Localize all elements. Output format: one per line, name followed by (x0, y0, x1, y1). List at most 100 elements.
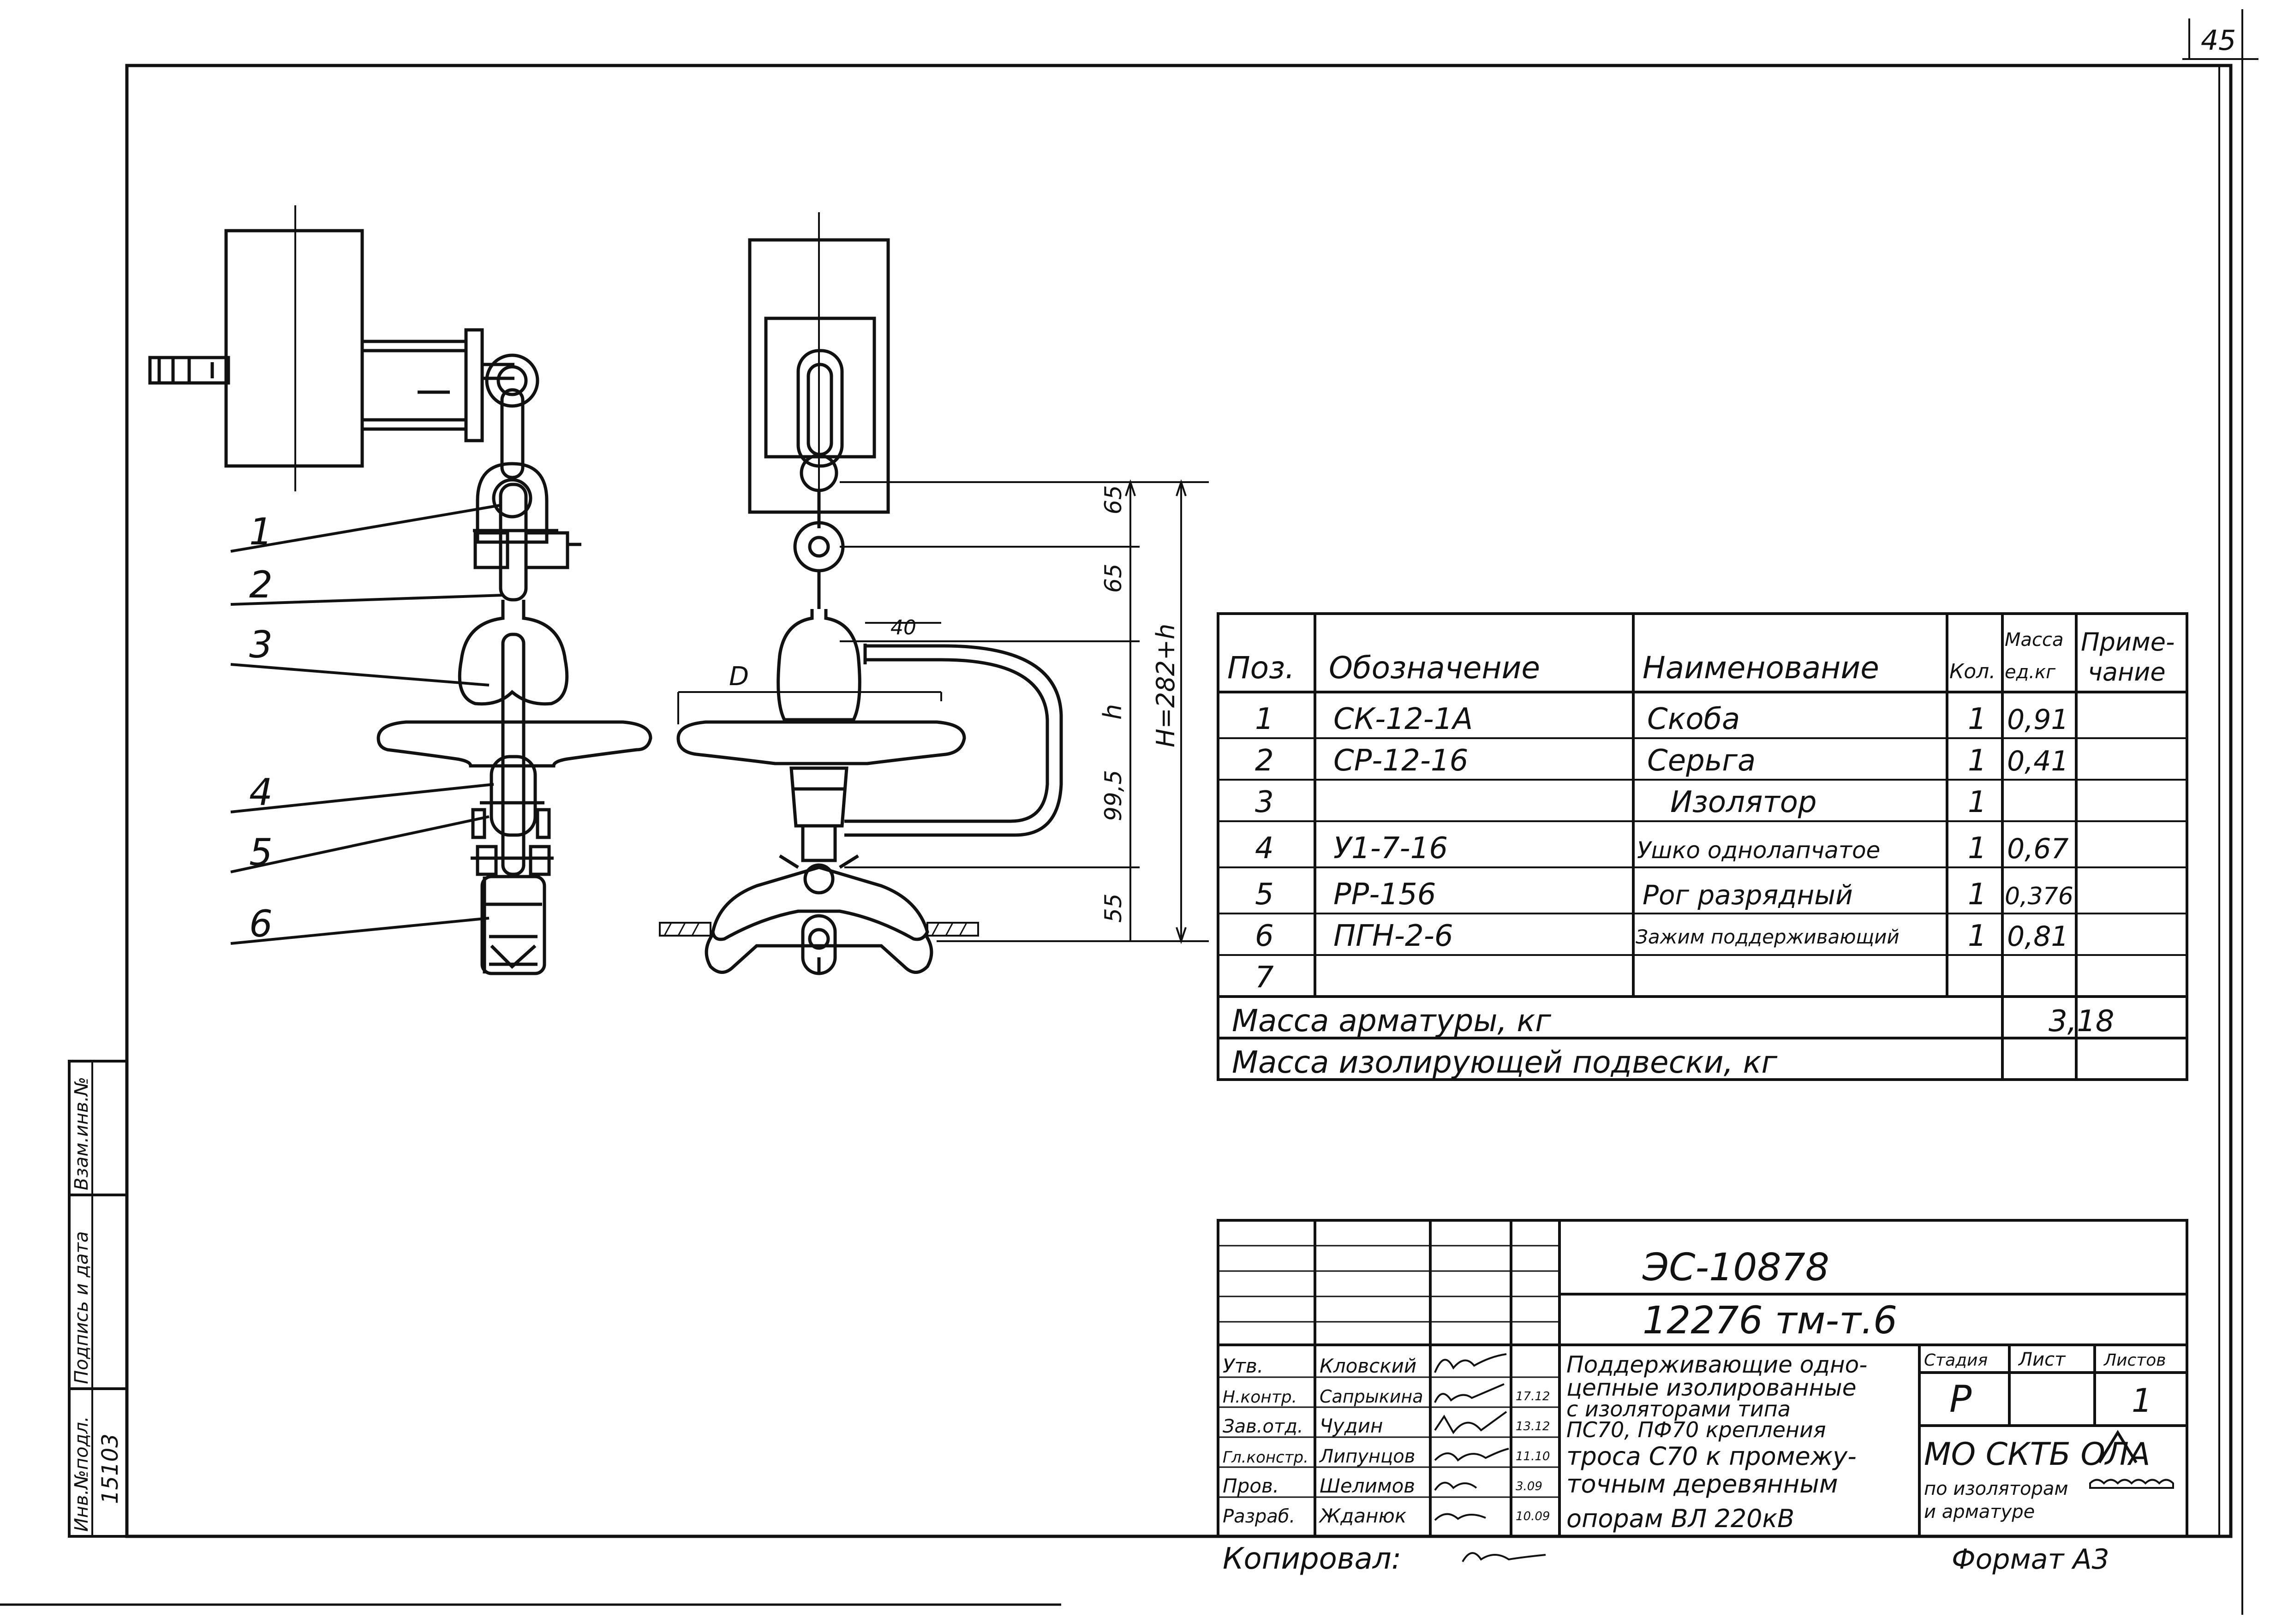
total-fittings-label: Масса арматуры, кг (1232, 1003, 1551, 1039)
date-checked: 3.09 (1516, 1480, 1542, 1493)
front-view-assembly (659, 212, 1063, 975)
row-2-qty: 1 (1968, 744, 1987, 778)
callout-leaders (230, 504, 503, 945)
row-1-mass: 0,91 (2007, 704, 2069, 736)
name-checked: Шелимов (1320, 1475, 1415, 1497)
row-6-pos: 6 (1255, 919, 1274, 953)
org-line-2: по изоляторам (1924, 1478, 2068, 1499)
role-chief-designer: Гл.констр. (1223, 1448, 1308, 1467)
row-4-pos: 4 (1255, 831, 1274, 866)
row-1-name: Скоба (1647, 702, 1740, 736)
sheets-label: Листов (2103, 1351, 2166, 1370)
row-5-name: Рог разрядный (1643, 879, 1853, 911)
header-name: Наименование (1643, 650, 1879, 686)
row-1-pos: 1 (1255, 702, 1274, 736)
header-note-top: Приме- (2081, 627, 2175, 657)
title-line-5: троса С70 к промежу- (1566, 1442, 1857, 1471)
stage-label: Стадия (1924, 1351, 1988, 1370)
header-qty: Кол. (1949, 660, 1995, 683)
callout-4: 4 (249, 771, 273, 814)
total-fittings-value: 3,18 (2049, 1004, 2115, 1039)
stage-value: Р (1949, 1378, 1972, 1421)
header-mass-top: Масса (2005, 629, 2064, 651)
row-6-mass: 0,81 (2007, 920, 2069, 953)
signature-copier (1462, 1552, 1546, 1563)
row-2-designation: СР-12-16 (1333, 744, 1468, 778)
role-developed: Разраб. (1223, 1506, 1295, 1527)
format-label: Формат А3 (1952, 1543, 2109, 1576)
header-pos: Поз. (1227, 650, 1295, 686)
header-note-bottom: чание (2088, 657, 2166, 687)
date-chief-designer: 11.10 (1516, 1450, 1550, 1463)
title-line-3: с изоляторами типа (1566, 1397, 1791, 1421)
org-logo-wave (2089, 1479, 2174, 1489)
side-stamp-grid (68, 1060, 128, 1538)
dim-55: 55 (1100, 893, 1127, 923)
dim-40: 40 (890, 616, 916, 639)
row-4-mass: 0,67 (2007, 833, 2069, 865)
header-designation: Обозначение (1329, 650, 1540, 686)
dim-D: D (729, 662, 749, 692)
spec-table-grid (1217, 612, 2188, 1081)
row-6-designation: ПГН-2-6 (1333, 919, 1453, 953)
date-head-dept: 13.12 (1516, 1420, 1550, 1433)
title-line-6: точным деревянным (1566, 1469, 1838, 1499)
callout-numbers: 1 2 3 4 5 6 (249, 510, 273, 945)
row-2-pos: 2 (1255, 744, 1274, 778)
title-block-grid (1217, 1219, 2188, 1538)
doc-code: ЭС-10878 (1642, 1246, 1829, 1290)
row-4-designation: У1-7-16 (1333, 831, 1448, 866)
stamp-inv-label: Инв.№подл. (71, 1416, 92, 1532)
name-developed: Жданюк (1318, 1505, 1407, 1527)
name-approved: Кловский (1320, 1355, 1416, 1377)
row-6-qty: 1 (1968, 919, 1987, 953)
side-view-assembly (148, 205, 652, 975)
row-1-designation: СК-12-1А (1333, 702, 1473, 736)
name-head-dept: Чудин (1320, 1415, 1383, 1437)
sheets-value: 1 (2132, 1382, 2152, 1420)
spec-table-rows: 1 СК-12-1А Скоба 1 0,91 2 СР-12-16 Серьг… (1232, 702, 2115, 1080)
row-4-name: Ушко однолапчатое (1637, 837, 1880, 864)
height-dimensions (840, 479, 1209, 944)
row-5-designation: РР-156 (1333, 878, 1436, 912)
role-checked: Пров. (1223, 1475, 1279, 1497)
dim-65-top: 65 (1100, 485, 1127, 514)
callout-5: 5 (249, 831, 273, 874)
date-developed: 10.09 (1516, 1510, 1550, 1523)
row-1-qty: 1 (1968, 702, 1987, 736)
dim-h: h (1098, 704, 1127, 720)
side-stamp-text: Инв.№подл. 15103 Подпись и дата Взам.инв… (71, 1077, 123, 1532)
row-4-qty: 1 (1968, 831, 1987, 866)
sheet-frame (0, 9, 2258, 1615)
signature-checked (1434, 1481, 1477, 1491)
row-3-pos: 3 (1255, 785, 1274, 819)
title-line-2: цепные изолированные (1566, 1374, 1857, 1401)
org-line-3: и арматуре (1924, 1501, 2035, 1522)
name-norm-control: Сапрыкина (1320, 1386, 1423, 1407)
signatures (1434, 1353, 2174, 1563)
stamp-replace-label: Взам.инв.№ (71, 1077, 92, 1190)
signature-approved (1434, 1353, 1507, 1373)
signature-head-dept (1434, 1411, 1507, 1434)
project-number: 12276 тм-т.6 (1643, 1299, 1897, 1343)
title-block-text: ЭС-10878 12276 тм-т.6 Поддерживающие одн… (1223, 1246, 2166, 1533)
sheet-number: 45 (2201, 24, 2236, 57)
stamp-sign-label: Подпись и дата (71, 1231, 92, 1384)
date-norm-control: 17.12 (1516, 1390, 1550, 1403)
row-5-mass: 0,376 (2005, 883, 2073, 910)
row-5-pos: 5 (1255, 878, 1274, 912)
dimension-labels: 65 65 h 99,5 55 H=282+h (1098, 485, 1180, 923)
role-norm-control: Н.контр. (1223, 1388, 1297, 1407)
signature-chief-designer (1434, 1448, 1509, 1462)
row-5-qty: 1 (1968, 878, 1987, 912)
callout-3: 3 (249, 623, 273, 666)
signature-developed (1434, 1513, 1486, 1521)
sheet-label: Лист (2018, 1349, 2066, 1370)
dim-H-total: H=282+h (1151, 624, 1180, 747)
role-approved: Утв. (1223, 1355, 1263, 1377)
org-logo-mark (2098, 1430, 2138, 1463)
spec-table-headers: Поз. Обозначение Наименование Кол. Масса… (1227, 627, 2175, 687)
title-line-1: Поддерживающие одно- (1566, 1351, 1867, 1378)
row-6-name: Зажим поддерживающий (1636, 925, 1900, 948)
row-7-pos: 7 (1255, 961, 1274, 995)
